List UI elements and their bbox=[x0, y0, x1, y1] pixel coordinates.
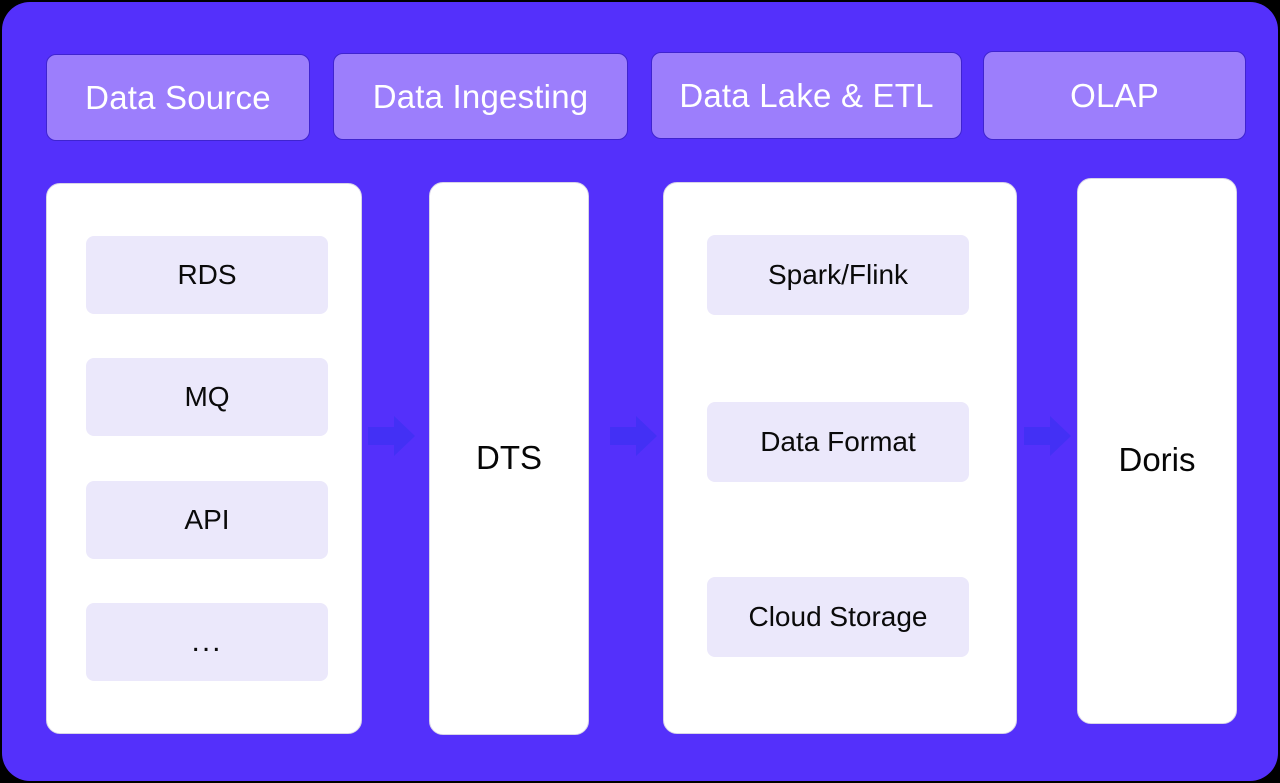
stage-card-data-source: RDS MQ API ... bbox=[46, 183, 362, 734]
stage-header-data-source[interactable]: Data Source bbox=[46, 54, 310, 141]
stage-header-data-ingesting[interactable]: Data Ingesting bbox=[333, 53, 628, 140]
stage-header-olap[interactable]: OLAP bbox=[983, 51, 1246, 140]
item-chip-more[interactable]: ... bbox=[86, 603, 328, 681]
stage-header-data-lake-etl[interactable]: Data Lake & ETL bbox=[651, 52, 962, 139]
item-chip-mq[interactable]: MQ bbox=[86, 358, 328, 436]
arrow-right-icon-source-to-ingesting bbox=[368, 414, 416, 458]
item-chip-spark-flink[interactable]: Spark/Flink bbox=[707, 235, 969, 315]
item-chip-data-format[interactable]: Data Format bbox=[707, 402, 969, 482]
arrow-right-icon-ingesting-to-lake bbox=[610, 414, 658, 458]
card-label-doris: Doris bbox=[1118, 441, 1196, 478]
item-chip-api[interactable]: API bbox=[86, 481, 328, 559]
stage-card-data-ingesting: DTS bbox=[429, 182, 589, 735]
arrow-right-icon-lake-to-olap bbox=[1024, 414, 1072, 458]
stage-header-row: Data Source Data Ingesting Data Lake & E… bbox=[2, 2, 1278, 172]
item-chip-rds[interactable]: RDS bbox=[86, 236, 328, 314]
item-chip-cloud-storage[interactable]: Cloud Storage bbox=[707, 577, 969, 657]
stage-card-data-lake-etl: Spark/Flink Data Format Cloud Storage bbox=[663, 182, 1017, 734]
stage-card-olap: Doris bbox=[1077, 178, 1237, 724]
card-label-dts: DTS bbox=[476, 439, 542, 476]
